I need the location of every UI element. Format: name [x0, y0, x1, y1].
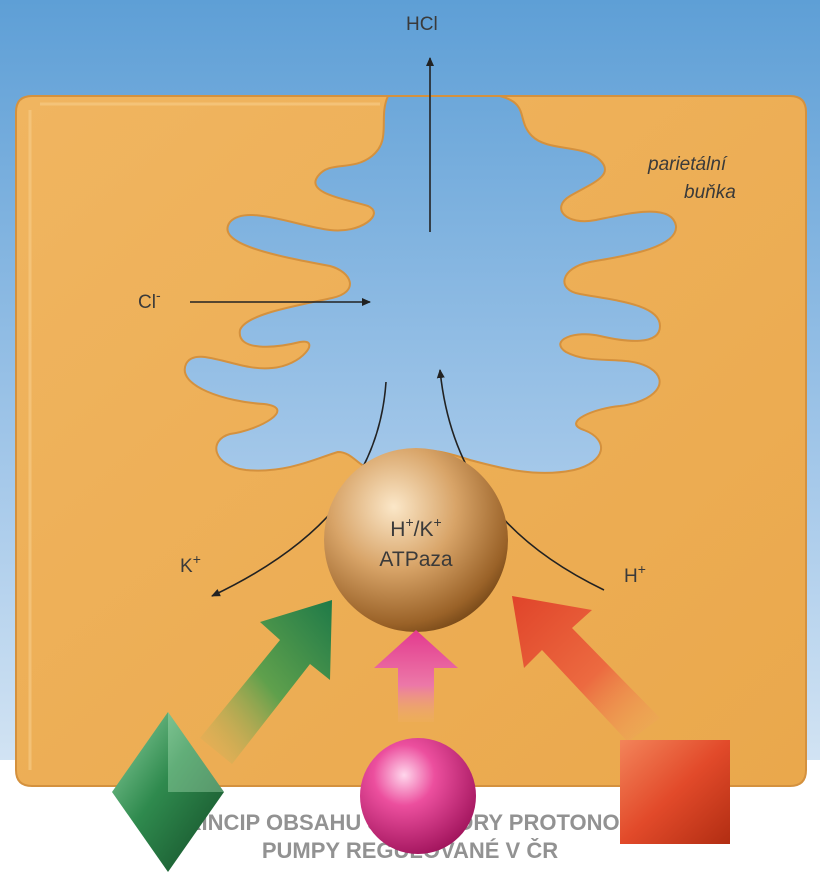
cell-label-line1: parietální	[647, 154, 728, 175]
h-charge: +	[638, 561, 646, 577]
cell-label-line2: buňka	[684, 182, 736, 203]
k-charge: +	[193, 551, 201, 567]
hcl-label: HCl	[406, 14, 438, 35]
cl-charge: -	[156, 287, 161, 303]
k-symbol: K	[180, 556, 193, 577]
cl-symbol: Cl	[138, 292, 156, 313]
pump-label-line2: ATPaza	[379, 548, 452, 571]
h-symbol: H	[624, 566, 638, 587]
red-square	[620, 740, 730, 844]
magenta-ball	[360, 738, 476, 854]
